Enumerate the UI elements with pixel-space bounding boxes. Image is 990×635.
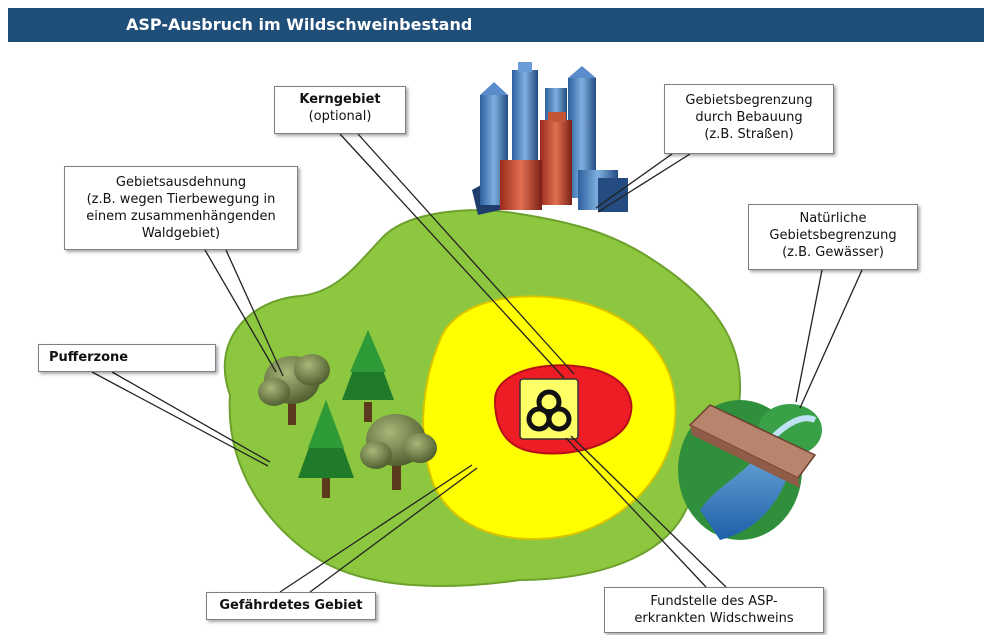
tree-icon <box>342 330 394 422</box>
callout-natuerlich: Natürliche Gebietsbegrenzung (z.B. Gewäs… <box>748 204 918 270</box>
callout-line: Natürliche <box>799 211 867 226</box>
callout-line: Fundstelle des ASP- <box>650 594 778 609</box>
callout-line: (z.B. wegen Tierbewegung in <box>86 192 276 207</box>
city-icon <box>472 62 628 215</box>
callout-line: (z.B. Gewässer) <box>782 245 884 260</box>
callout-line: Gebietsbegrenzung <box>769 228 897 243</box>
callout-line: Gebietsausdehnung <box>115 175 247 190</box>
callout-bebauung: Gebietsbegrenzung durch Bebauung (z.B. S… <box>664 84 834 154</box>
callout-line: durch Bebauung <box>695 110 803 125</box>
tree-icon <box>360 414 437 490</box>
callout-line: erkrankten Widschweins <box>634 611 794 626</box>
callout-note: (optional) <box>308 109 372 124</box>
title-bar: ASP-Ausbruch im Wildschweinbestand <box>8 8 984 42</box>
callout-title: Kerngebiet <box>299 92 381 107</box>
callout-title: Gefährdetes Gebiet <box>219 598 363 613</box>
biohazard-icon <box>519 378 579 440</box>
callout-pufferzone: Pufferzone <box>38 344 216 372</box>
tree-icon <box>258 354 330 425</box>
callout-line: Gebietsbegrenzung <box>685 93 813 108</box>
callout-gefaehrdet: Gefährdetes Gebiet <box>206 592 376 620</box>
callout-line: (z.B. Straßen) <box>704 127 794 142</box>
tree-icon <box>298 400 354 498</box>
leader-lines <box>91 133 863 593</box>
river-bridge-icon <box>678 400 822 540</box>
callout-fundstelle: Fundstelle des ASP- erkrankten Widschwei… <box>604 587 824 633</box>
callout-line: einem zusammenhängenden <box>86 209 276 224</box>
callout-ausdehnung: Gebietsausdehnung (z.B. wegen Tierbewegu… <box>64 166 298 250</box>
callout-kerngebiet: Kerngebiet (optional) <box>274 86 406 134</box>
page-title: ASP-Ausbruch im Wildschweinbestand <box>126 15 473 34</box>
callout-line: Waldgebiet) <box>141 226 221 241</box>
callout-title: Pufferzone <box>49 350 129 365</box>
